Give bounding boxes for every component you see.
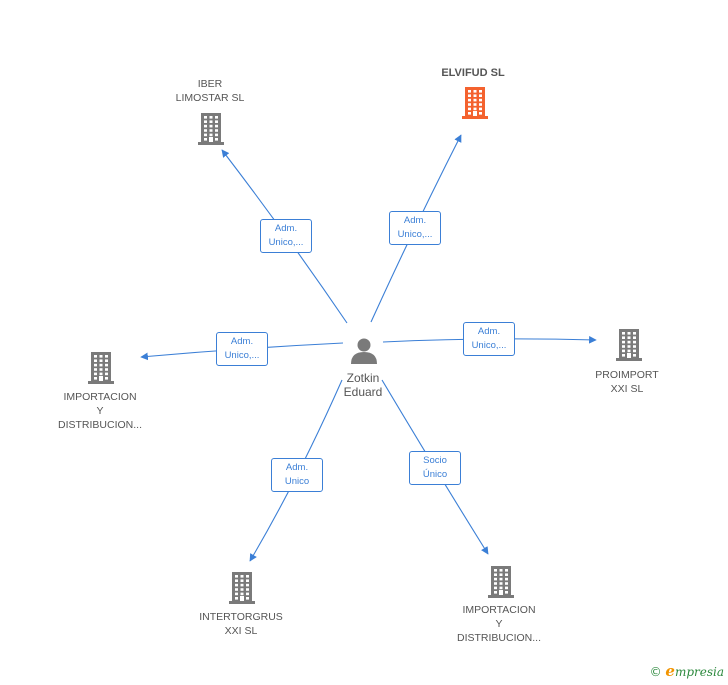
brand-logo-initial: e (665, 662, 675, 680)
company-name-proimport[interactable]: PROIMPORT XXI SL (595, 369, 659, 395)
role-label-proimport[interactable]: Adm. Unico,... (463, 322, 515, 356)
copyright-symbol: © (649, 665, 662, 679)
role-label-iber[interactable]: Adm. Unico,... (260, 219, 312, 253)
building-icon-proimport[interactable] (616, 329, 642, 361)
person-name[interactable]: Zotkin Eduard (343, 371, 383, 399)
building-icon-importacion2[interactable] (488, 566, 514, 598)
brand-footer: © empresia (650, 662, 724, 680)
company-name-importacion1[interactable]: IMPORTACION Y DISTRIBUCION... (57, 391, 142, 431)
company-name-iber[interactable]: IBER LIMOSTAR SL (175, 78, 245, 104)
brand-logo-text: mpresia (674, 665, 724, 679)
building-icon-iber[interactable] (198, 113, 224, 145)
company-name-importacion2[interactable]: IMPORTACION Y DISTRIBUCION... (456, 604, 541, 644)
role-label-importacion2[interactable]: Socio Único (409, 451, 461, 485)
building-icon-elvifud[interactable] (462, 87, 488, 119)
building-icon-intertorgrus[interactable] (229, 572, 255, 604)
role-label-importacion1[interactable]: Adm. Unico,... (216, 332, 268, 366)
company-name-intertorgrus[interactable]: INTERTORGRUS XXI SL (199, 611, 283, 637)
role-label-elvifud[interactable]: Adm. Unico,... (389, 211, 441, 245)
company-name-elvifud[interactable]: ELVIFUD SL (441, 67, 505, 79)
role-label-intertorgrus[interactable]: Adm. Unico (271, 458, 323, 492)
building-icon-importacion1[interactable] (88, 352, 114, 384)
person-icon[interactable] (351, 338, 377, 365)
